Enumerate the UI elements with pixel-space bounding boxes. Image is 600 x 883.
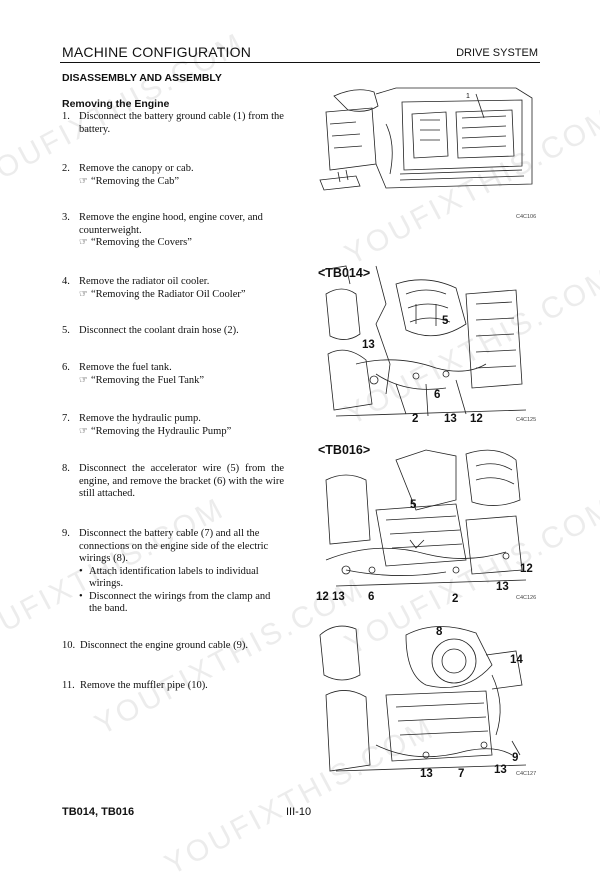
- callout-1: 1: [466, 93, 470, 100]
- callout-8: 8: [436, 626, 443, 638]
- section-title: DISASSEMBLY AND ASSEMBLY: [62, 72, 222, 84]
- step-1: 1. Disconnect the battery ground cable (…: [62, 111, 284, 135]
- callout-2: 2: [412, 413, 418, 425]
- header-section: DRIVE SYSTEM: [456, 47, 538, 59]
- header-rule: [60, 62, 540, 63]
- callout-5: 5: [410, 499, 417, 511]
- figure-battery: 1: [316, 84, 538, 192]
- reference-icon: ☞: [79, 425, 88, 437]
- cross-reference: “Removing the Covers”: [90, 237, 192, 248]
- step-10: 10. Disconnect the engine ground cable (…: [62, 640, 248, 651]
- callout-6: 6: [434, 389, 440, 401]
- cross-reference: “Removing the Radiator Oil Cooler”: [90, 288, 246, 300]
- step-5: 5. Disconnect the coolant drain hose (2)…: [62, 325, 239, 336]
- cross-reference: “Removing the Hydraulic Pump”: [90, 425, 232, 437]
- figure-tb016: 5 12 13 12 13 6 2: [316, 440, 538, 604]
- callout-12: 12: [470, 413, 483, 425]
- subsection-title: Removing the Engine: [62, 98, 170, 110]
- callout-2: 2: [452, 593, 458, 604]
- step-2: 2. Remove the canopy or cab. ☞“Removing …: [62, 163, 194, 187]
- callout-13: 13: [496, 581, 509, 593]
- bullet-item: Disconnect the wirings from the clamp an…: [79, 591, 284, 616]
- footer-model: TB014, TB016: [62, 806, 135, 818]
- step-7: 7. Remove the hydraulic pump. ☞“Removing…: [62, 413, 232, 437]
- figure-muffler: 8 14 13 7 13 9: [316, 615, 538, 781]
- step-9: 9. Disconnect the battery cable (7) and …: [62, 528, 284, 616]
- callout-6: 6: [368, 591, 374, 603]
- callout-12-13: 12 13: [316, 591, 345, 603]
- step-6: 6. Remove the fuel tank. ☞“Removing the …: [62, 362, 205, 386]
- bullet-item: Attach identification labels to individu…: [79, 566, 284, 591]
- reference-icon: ☞: [79, 288, 88, 300]
- figure-label-tb016: <TB016>: [318, 443, 371, 457]
- header-title: MACHINE CONFIGURATION: [62, 44, 252, 60]
- step-3: 3. Remove the engine hood, engine cover,…: [62, 212, 263, 248]
- callout-9: 9: [512, 752, 518, 764]
- figure-code: C4C127: [516, 771, 537, 777]
- callout-13: 13: [420, 768, 433, 780]
- callout-7: 7: [458, 768, 464, 780]
- reference-icon: ☞: [79, 175, 88, 187]
- figure-label-tb014: <TB014>: [318, 266, 371, 280]
- step-11: 11. Remove the muffler pipe (10).: [62, 680, 208, 691]
- reference-icon: ☞: [79, 237, 88, 248]
- callout-5: 5: [442, 315, 449, 327]
- cross-reference: “Removing the Cab”: [90, 175, 180, 187]
- callout-14: 14: [510, 654, 523, 666]
- callout-13: 13: [362, 339, 375, 351]
- figure-code: C4C106: [516, 214, 537, 220]
- callout-12: 12: [520, 563, 533, 575]
- figure-code: C4C126: [516, 595, 537, 601]
- callout-13: 13: [444, 413, 457, 425]
- callout-13: 13: [494, 764, 507, 776]
- step-8: 8. Disconnect the accelerator wire (5) f…: [62, 463, 284, 499]
- step-4: 4. Remove the radiator oil cooler. ☞“Rem…: [62, 276, 246, 300]
- reference-icon: ☞: [79, 374, 88, 386]
- figure-tb014: 5 13 6 2 13 12: [316, 264, 538, 430]
- cross-reference: “Removing the Fuel Tank”: [90, 374, 205, 386]
- page-number: III-10: [286, 806, 312, 818]
- figure-code: C4C125: [516, 417, 537, 423]
